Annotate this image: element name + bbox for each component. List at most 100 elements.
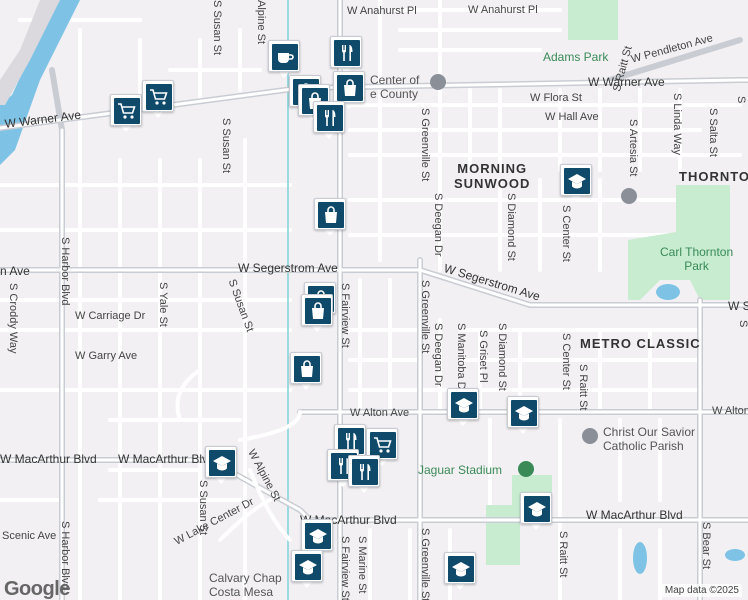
graduation-cap-icon (451, 392, 477, 418)
street-label: S Diamond St (505, 193, 517, 261)
map-pin-restaurant-top[interactable] (330, 36, 364, 74)
graduation-cap-icon (448, 556, 474, 582)
street-label: S Raitt St (557, 531, 569, 578)
street-label: Scenic Ave (2, 530, 57, 542)
street-label: S Fairview St (339, 283, 351, 348)
map-pin-cart-left-b[interactable] (142, 80, 176, 118)
pin-tail (517, 427, 529, 434)
street-label: S Greenville St (419, 280, 431, 354)
shopping-cart-icon (370, 432, 396, 458)
map-pin-school-bottom-c[interactable] (444, 552, 478, 590)
street-label: S Greenville St (419, 108, 431, 182)
pin-tail (323, 132, 335, 139)
pin-box (301, 294, 333, 326)
pin-tail (152, 111, 164, 118)
coffee-icon (272, 44, 298, 70)
street-label: S Fairview St (339, 536, 351, 600)
street-label: S Yale St (157, 282, 169, 327)
graduation-cap-icon (511, 400, 537, 426)
street-label: W S (728, 299, 748, 313)
pin-box (520, 492, 552, 524)
pin-box (333, 71, 365, 103)
map-pin-cart-left-a[interactable] (110, 94, 144, 132)
pin-box (291, 550, 323, 582)
map-pin-school-macarthur-left[interactable] (205, 446, 239, 484)
map-pin-school-bottom-b[interactable] (291, 550, 325, 588)
graduation-cap-icon (295, 554, 321, 580)
street-label: S Deegan Dr (432, 193, 444, 257)
pin-box (301, 519, 333, 551)
map-pin-school-macarthur-right[interactable] (520, 492, 554, 530)
street-label: n Ave (0, 264, 30, 278)
poi-label-calvary-chapel[interactable]: Calvary Chap Costa Mesa (209, 571, 282, 599)
shopping-cart-icon (114, 98, 140, 124)
map-pin-cart-cluster[interactable] (366, 428, 400, 466)
pin-box (444, 552, 476, 584)
pin-tail (337, 480, 349, 487)
street-label: S Artesia St (627, 119, 639, 177)
neighborhood-label-thornton: THORNTO (679, 169, 748, 184)
map-pin-restaurant-top-b[interactable] (313, 101, 347, 139)
pin-tail (120, 125, 132, 132)
map-pin-school-alton-a[interactable] (447, 388, 481, 426)
graduation-cap-icon (209, 450, 235, 476)
street-label: W Warner Ave (588, 75, 665, 89)
pin-tail (457, 419, 469, 426)
pin-box (560, 164, 592, 196)
pin-tail (324, 229, 336, 236)
stadium-marker-icon[interactable] (518, 461, 534, 477)
street-label: W Anahurst Pl (468, 4, 538, 16)
street-label: W Garry Ave (75, 350, 138, 362)
shopping-bag-icon (318, 202, 344, 228)
google-logo: Google (4, 578, 70, 600)
map-pin-school-bottom-a[interactable] (301, 519, 335, 557)
pin-box (142, 80, 174, 112)
church-marker-icon[interactable] (582, 428, 598, 444)
street-label: S Bear St (700, 522, 712, 570)
pin-box (314, 198, 346, 230)
fork-knife-icon (334, 40, 360, 66)
street-label: W Hall Ave (545, 111, 599, 123)
street-label: W Flora St (530, 92, 582, 104)
street-label: S (737, 320, 748, 328)
fork-knife-icon (352, 459, 378, 485)
street-label: S (735, 96, 747, 104)
street-label: W Alton (712, 405, 748, 417)
poi-label-christ-our-savior[interactable]: Christ Our Savior Catholic Parish (603, 425, 696, 453)
graduation-cap-icon (524, 496, 550, 522)
street-label: S Marine St (356, 536, 368, 594)
pin-tail (278, 71, 290, 78)
pin-tail (358, 486, 370, 493)
street-label: S Center St (560, 205, 572, 262)
pin-box (205, 446, 237, 478)
street-label: S Deegan Dr (432, 323, 444, 387)
landmark-icon[interactable] (430, 74, 446, 90)
map-pin-shopping-mid[interactable] (314, 198, 348, 236)
street-label: S Linda Way (671, 93, 683, 155)
school-marker-icon[interactable] (621, 188, 637, 204)
neighborhood-label-morning-sunwood: MORNING SUNWOOD (454, 161, 531, 191)
map-pin-shopping-top-c[interactable] (333, 71, 367, 109)
map-pin-coffee[interactable] (268, 40, 302, 78)
map-pin-shopping-seg-b[interactable] (301, 294, 335, 332)
pin-tail (376, 459, 388, 466)
map-pin-school-top[interactable] (560, 164, 594, 202)
street-label: W Carriage Dr (75, 310, 146, 322)
poi-label-jaguar-stadium[interactable]: Jaguar Stadium (418, 463, 503, 477)
street-label: W Anahurst Pl (347, 5, 417, 17)
map-pin-restaurant-cluster-c[interactable] (348, 455, 382, 493)
poi-label-center-of-county[interactable]: Center of e County (370, 73, 420, 101)
park-label-adams[interactable]: Adams Park (543, 50, 609, 64)
street-label: Alpine St (255, 0, 267, 45)
shopping-bag-icon (305, 298, 331, 324)
graduation-cap-icon (305, 523, 331, 549)
pin-tail (311, 325, 323, 332)
graduation-cap-icon (564, 168, 590, 194)
pin-tail (340, 67, 352, 74)
fork-knife-icon (317, 105, 343, 131)
street-label: S Diamond St (496, 323, 508, 391)
map-pin-shopping-garry[interactable] (290, 352, 324, 390)
map-pin-school-alton-b[interactable] (507, 396, 541, 434)
park-label-carl-thornton[interactable]: Carl Thornton Park (660, 245, 734, 273)
